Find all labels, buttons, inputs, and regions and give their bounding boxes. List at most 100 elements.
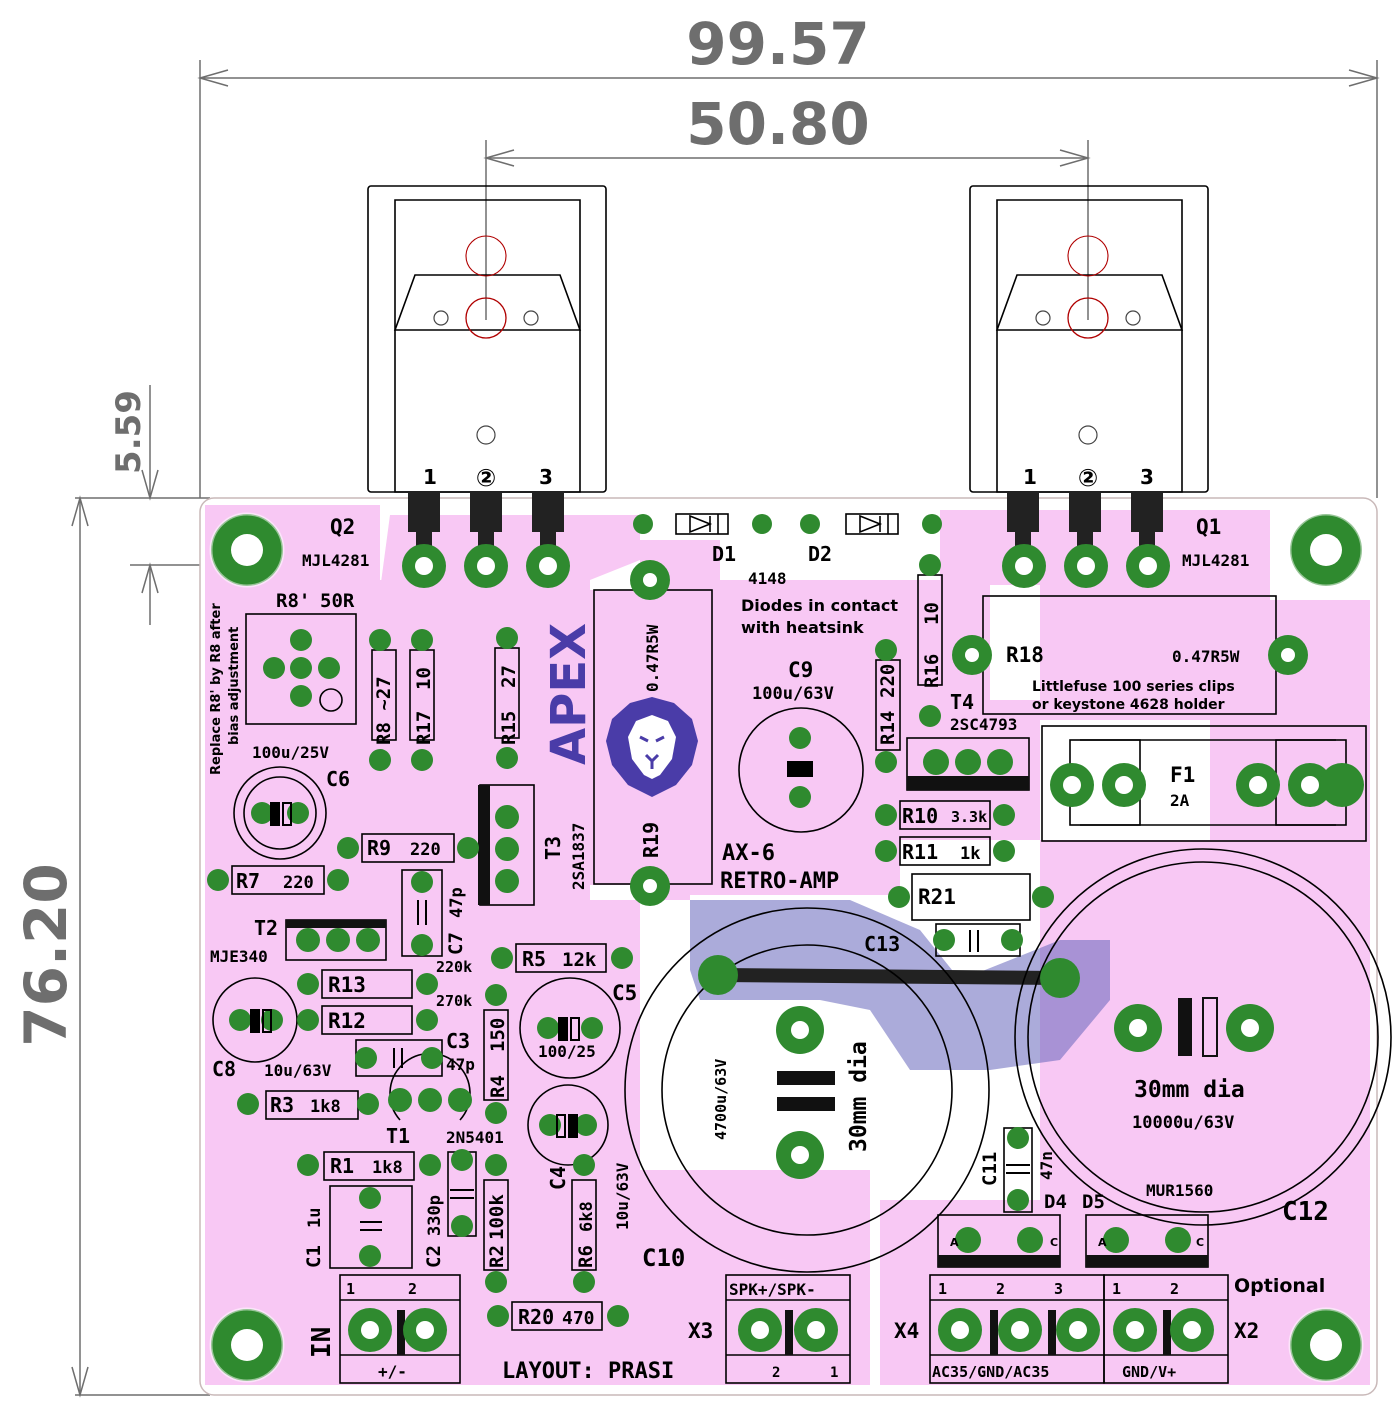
r2-value: 100k bbox=[486, 1194, 508, 1240]
r8-label: R8 ~27 bbox=[373, 676, 395, 745]
r19-label: R19 bbox=[639, 822, 663, 858]
c10-ref: C10 bbox=[642, 1244, 685, 1272]
c3-value: 47p bbox=[446, 1055, 475, 1074]
in-pin1: 1 bbox=[346, 1280, 355, 1298]
x3-top: SPK+/SPK- bbox=[729, 1280, 816, 1299]
c11-value: 47n bbox=[1037, 1151, 1056, 1180]
q2-ref: Q2 bbox=[330, 515, 355, 539]
silkscreen-labels: Q2 MJL4281 Q1 MJL4281 D1 D2 4148 Diodes … bbox=[209, 515, 1329, 1384]
r9-value: 220 bbox=[410, 840, 441, 860]
r12-value: 270k bbox=[436, 992, 472, 1010]
t1-part: 2N5401 bbox=[446, 1128, 504, 1147]
r6-value: 6k8 bbox=[577, 1201, 597, 1232]
r18-label: R18 bbox=[1006, 643, 1044, 667]
r13-value: 220k bbox=[436, 958, 472, 976]
d4-anode: A bbox=[950, 1236, 959, 1249]
x4-pins: AC35/GND/AC35 bbox=[932, 1363, 1049, 1381]
q1-pin3-label: 3 bbox=[1140, 465, 1154, 489]
r14-value: 220 bbox=[877, 664, 899, 698]
in-label: IN bbox=[307, 1327, 337, 1358]
d4-cathode: C bbox=[1050, 1236, 1058, 1249]
c10-value: 4700u/63V bbox=[712, 1059, 730, 1140]
q2-pin3-label: 3 bbox=[539, 465, 553, 489]
trimmer-note-line1: Replace R8' by R8 after bbox=[209, 603, 224, 775]
r2-label: R2 bbox=[486, 1245, 508, 1268]
r7-label: R7 bbox=[236, 869, 260, 893]
in-pins: +/- bbox=[378, 1362, 407, 1381]
x2-pin1: 1 bbox=[1112, 1280, 1121, 1298]
c5-value: 100/25 bbox=[538, 1042, 596, 1061]
layout-credit: LAYOUT: PRASI bbox=[502, 1359, 674, 1384]
c6-ref: C6 bbox=[326, 767, 350, 791]
c9-value: 100u/63V bbox=[752, 684, 834, 704]
r16-value: 10 bbox=[921, 602, 943, 625]
c5-ref: C5 bbox=[612, 981, 637, 1005]
r3-label: R3 bbox=[270, 1093, 294, 1117]
q2-pin1-label: 1 bbox=[423, 465, 437, 489]
r5-label: R5 bbox=[522, 947, 546, 971]
cap-symbols bbox=[250, 761, 1030, 1231]
q1-pin2-label: ② bbox=[1078, 464, 1098, 492]
c8-ref: C8 bbox=[212, 1057, 236, 1081]
t2-ref: T2 bbox=[254, 916, 278, 940]
q1-body bbox=[969, 185, 1209, 493]
x2-ref: X2 bbox=[1234, 1319, 1259, 1343]
r11-label: R11 bbox=[902, 840, 938, 864]
x3-ref: X3 bbox=[688, 1319, 713, 1343]
c12-diameter: 30mm dia bbox=[1134, 1077, 1245, 1103]
t3-ref: T3 bbox=[541, 836, 565, 860]
d1-ref: D1 bbox=[712, 542, 736, 566]
optional-note: Optional bbox=[1234, 1275, 1325, 1297]
c2-ref: C2 bbox=[423, 1245, 445, 1268]
x2-pins: GND/V+ bbox=[1122, 1363, 1176, 1381]
r19-value: 0.47R5W bbox=[643, 624, 662, 692]
c1-value: 1u bbox=[305, 1208, 325, 1228]
r17-label: R17 bbox=[413, 711, 435, 745]
t3-part: 2SA1837 bbox=[569, 823, 588, 890]
r17-value: 10 bbox=[413, 667, 435, 690]
r4-label: R4 bbox=[487, 1075, 509, 1098]
r18-value: 0.47R5W bbox=[1172, 647, 1240, 666]
name-label: RETRO-AMP bbox=[720, 869, 839, 894]
r15-label: R15 bbox=[498, 711, 520, 745]
t1-ref: T1 bbox=[386, 1124, 410, 1148]
r11-value: 1k bbox=[960, 844, 980, 864]
d2-ref: D2 bbox=[808, 542, 832, 566]
r10-value: 3.3k bbox=[951, 808, 987, 826]
dim-offset: 5.59 bbox=[109, 390, 149, 474]
c12-ref: C12 bbox=[1282, 1197, 1329, 1227]
x3-pin1: 1 bbox=[830, 1365, 838, 1381]
c7-ref: C7 bbox=[445, 932, 467, 955]
c4-value: 10u/63V bbox=[613, 1162, 632, 1230]
r18-note-line1: Littlefuse 100 series clips bbox=[1032, 679, 1235, 695]
x4-ref: X4 bbox=[894, 1319, 919, 1343]
c11-ref: C11 bbox=[979, 1152, 1001, 1186]
c13-ref: C13 bbox=[864, 932, 900, 956]
apex-logo: APEX bbox=[541, 623, 698, 797]
t4-part: 2SC4793 bbox=[950, 715, 1017, 734]
q2-pin2-label: ② bbox=[476, 464, 496, 492]
d5-ref: D5 bbox=[1082, 1191, 1105, 1213]
dim-hole-spacing: 50.80 bbox=[686, 90, 869, 158]
r18-note-line2: or keystone 4628 holder bbox=[1032, 697, 1225, 713]
q1-ref: Q1 bbox=[1196, 515, 1221, 539]
r12-label: R12 bbox=[328, 1009, 366, 1033]
c10-diameter: 30mm dia bbox=[846, 1041, 872, 1152]
x4-pin2: 2 bbox=[996, 1280, 1005, 1298]
r3-value: 1k8 bbox=[310, 1097, 341, 1117]
c3-ref: C3 bbox=[446, 1029, 470, 1053]
x2-pin2: 2 bbox=[1170, 1280, 1179, 1298]
mounting-holes bbox=[209, 512, 1364, 1383]
dim-total-width: 99.57 bbox=[686, 10, 869, 78]
trimmer-value: 50R bbox=[320, 590, 355, 612]
r15-value: 27 bbox=[498, 665, 520, 688]
lion-logo-icon bbox=[606, 697, 698, 797]
r4-value: 150 bbox=[487, 1018, 509, 1052]
r6-label: R6 bbox=[575, 1245, 597, 1268]
r21-label: R21 bbox=[918, 885, 956, 909]
dim-height: 76.20 bbox=[12, 863, 80, 1046]
pads bbox=[207, 514, 1364, 1352]
d5-anode: A bbox=[1098, 1236, 1107, 1249]
trimmer-ref: R8' bbox=[276, 590, 310, 612]
